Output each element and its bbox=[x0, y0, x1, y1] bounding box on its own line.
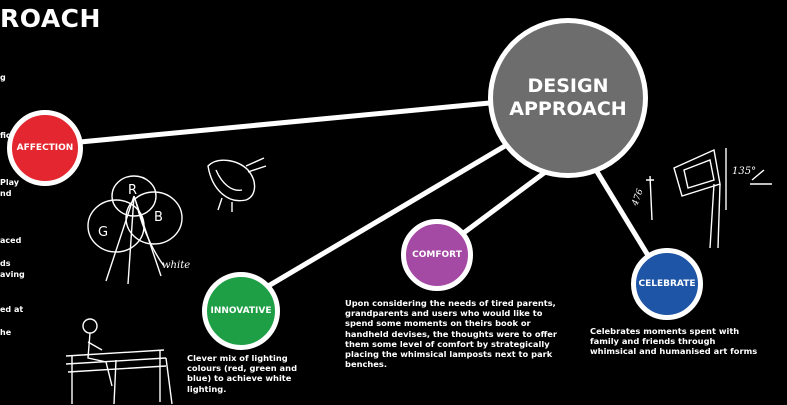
sketch-angle-135: 135° bbox=[732, 166, 756, 177]
page-title: ROACH bbox=[0, 4, 101, 33]
sketch-letter-g: G bbox=[98, 225, 108, 240]
side-text-fragment: Play bbox=[0, 178, 19, 187]
sketch-letter-b: B bbox=[154, 210, 163, 225]
affection-circle: AFFECTION bbox=[7, 110, 83, 186]
comfort-label: COMFORT bbox=[412, 250, 462, 260]
connector-innovative bbox=[246, 137, 517, 301]
bench-person-sketch-icon bbox=[65, 318, 173, 405]
design-approach-line2: APPROACH bbox=[509, 98, 627, 120]
celebrate-circle: CELEBRATE bbox=[631, 248, 703, 320]
side-text-fragment: ed at bbox=[0, 305, 24, 314]
design-approach-line1: DESIGN bbox=[527, 75, 609, 97]
affection-label: AFFECTION bbox=[16, 143, 74, 153]
side-text-fragment: ds bbox=[0, 259, 11, 268]
comfort-circle: COMFORT bbox=[401, 219, 473, 291]
innovative-caption: Clever mix of lighting colours (red, gre… bbox=[187, 353, 298, 394]
sketch-word-white: white bbox=[162, 260, 190, 271]
lamp-head-sketch-icon bbox=[207, 157, 267, 212]
design-approach-circle: DESIGN APPROACH bbox=[488, 18, 648, 178]
lamppost-sketch-icon: 476 135° bbox=[630, 148, 772, 249]
side-text-fragment: nd bbox=[0, 189, 12, 198]
innovative-label: INNOVATIVE bbox=[210, 306, 272, 316]
innovative-circle: INNOVATIVE bbox=[202, 272, 280, 350]
sketch-dimension-476: 476 bbox=[630, 187, 646, 208]
side-text-fragment: g bbox=[0, 73, 6, 82]
celebrate-caption: Celebrates moments spent with family and… bbox=[590, 326, 758, 357]
celebrate-label: CELEBRATE bbox=[638, 279, 696, 289]
rgb-venn-sketch-icon: R G B white bbox=[87, 175, 190, 285]
side-text-fragment: aced bbox=[0, 236, 22, 245]
side-text-fragment: fic bbox=[0, 131, 11, 140]
comfort-caption: Upon considering the needs of tired pare… bbox=[345, 298, 558, 370]
side-text-fragment: aving bbox=[0, 270, 25, 279]
side-text-fragment: he bbox=[0, 328, 12, 337]
connector-affection bbox=[79, 99, 501, 145]
sketch-letter-r: R bbox=[128, 183, 137, 198]
